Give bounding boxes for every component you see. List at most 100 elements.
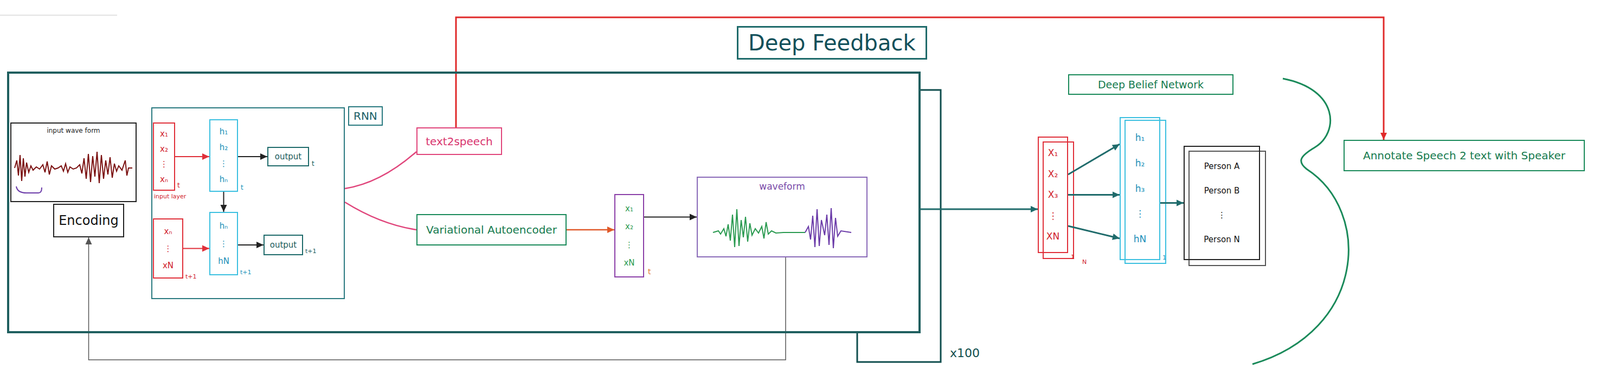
time-step-label: t — [647, 267, 652, 276]
output-box: output — [267, 146, 310, 167]
input-waveform — [14, 151, 133, 194]
stack-index: 1 — [1162, 254, 1167, 262]
arrowhead — [1176, 200, 1184, 207]
waveform-trace — [805, 208, 852, 249]
node-text: waveform — [759, 181, 805, 192]
heading-text: RNN — [353, 109, 378, 123]
stack-shadow — [1189, 151, 1266, 266]
connector-line — [1068, 144, 1120, 175]
node-text: ⋮ — [219, 158, 228, 169]
feedback-region: Deep Feedbackinput wave formEncodingRNNx… — [7, 71, 921, 334]
connector — [644, 214, 697, 221]
node-text: h₂ — [1135, 157, 1146, 169]
time-step-label: t — [311, 160, 315, 168]
connector — [183, 245, 210, 253]
node-text: ⋮ — [219, 239, 228, 249]
waveform-trace — [712, 209, 806, 248]
node-text: xN — [162, 260, 174, 271]
connector — [566, 226, 615, 234]
stray-line — [0, 14, 118, 16]
repeat-loop — [857, 90, 941, 363]
arrowhead — [607, 226, 615, 234]
node-text: xₙ — [159, 174, 169, 185]
arrowhead — [1112, 144, 1120, 151]
vae-box: Variational Autoencoder — [416, 214, 567, 246]
latent-vector-box: x₁x₂⋮xN — [614, 194, 645, 278]
arrowhead — [220, 204, 228, 212]
input-box: input wave form — [10, 122, 137, 203]
connector-line — [644, 216, 697, 218]
node-text: output — [270, 240, 297, 250]
segment-bracket — [16, 186, 42, 194]
connector — [344, 202, 417, 230]
node-text: X₃ — [1048, 189, 1058, 201]
node-text: Variational Autoencoder — [426, 223, 557, 237]
node-text: ⋮ — [164, 243, 173, 254]
input-layer-box: x₁ x₂ ⋮ xₙ — [152, 122, 176, 191]
input-layer-box: xₙ ⋮ xN — [152, 218, 184, 279]
time-step-label: t — [240, 184, 244, 192]
hidden-layer-box: hₙ⋮hN — [209, 211, 239, 276]
node-text: X₁ — [1048, 147, 1058, 159]
node-text: X₂ — [1048, 168, 1058, 180]
node-text: ⋮ — [159, 159, 169, 170]
arrowhead — [1112, 191, 1120, 199]
node-text: ⋮ — [1048, 210, 1058, 222]
node-text: Encoding — [58, 213, 119, 229]
arrowhead — [202, 245, 210, 253]
heading-box: Deep Feedback — [736, 26, 928, 60]
node-text: ⋮ — [1217, 210, 1226, 221]
heading-box: RNN — [348, 106, 383, 126]
stack-index: 1 — [1070, 254, 1075, 261]
stack-index: N — [1082, 259, 1087, 266]
node-text: Person N — [1203, 234, 1240, 245]
node-text: h₁ — [1135, 132, 1146, 144]
node-text: Deep Belief Network — [1097, 78, 1204, 92]
arrowhead — [260, 153, 268, 160]
connector — [920, 206, 1038, 213]
connector — [238, 241, 264, 249]
node-text: h₃ — [1135, 183, 1146, 195]
repeat-count: x100 — [949, 347, 980, 361]
node-text: x₁ — [159, 129, 169, 139]
arrowhead — [1030, 206, 1038, 213]
connector-line — [344, 202, 417, 230]
connector — [1068, 144, 1120, 241]
output-waveform — [712, 208, 852, 249]
text2speech-box: text2speech — [416, 127, 503, 156]
arrowhead — [1380, 132, 1387, 140]
node-text: Person B — [1204, 185, 1240, 196]
time-step-label: t — [177, 182, 181, 190]
arrowhead — [1112, 233, 1120, 241]
annotation-box: Annotate Speech 2 text with Speaker — [1343, 139, 1585, 172]
node-text: XN — [1046, 230, 1060, 242]
node-text: text2speech — [425, 135, 493, 149]
encoding-box: Encoding — [53, 203, 125, 238]
dbn-title-box: Deep Belief Network — [1068, 74, 1234, 95]
dbn-hidden-box: h₁h₂h₃⋮hN — [1119, 117, 1161, 261]
node-text: Person A — [1204, 161, 1240, 172]
heading-text: Deep Feedback — [748, 29, 916, 56]
arrowhead — [256, 241, 264, 249]
connector — [344, 151, 417, 189]
node-text: hN — [1133, 233, 1147, 245]
node-text: hN — [217, 256, 230, 267]
connector — [1160, 200, 1184, 207]
output-box: output — [263, 234, 304, 256]
arrowhead — [202, 153, 210, 160]
connector-line — [1068, 226, 1120, 239]
node-text: x₂ — [159, 144, 169, 154]
waveform-box: waveform — [696, 176, 868, 258]
node-text: xₙ — [164, 226, 173, 237]
layer-caption: input layer — [153, 193, 186, 201]
node-text: x₂ — [625, 221, 634, 232]
time-step-label: t+1 — [185, 273, 197, 281]
node-text: x₁ — [625, 203, 634, 214]
connector-line — [344, 151, 417, 189]
waveform-trace — [14, 151, 133, 184]
arrowhead — [85, 237, 93, 245]
speaker-class-box: Person A Person B ⋮ Person N — [1183, 145, 1261, 261]
connector — [238, 153, 268, 160]
dbn-input-box: X₁ X₂ X₃ ⋮ XN — [1037, 136, 1069, 254]
connector-line — [566, 229, 615, 231]
